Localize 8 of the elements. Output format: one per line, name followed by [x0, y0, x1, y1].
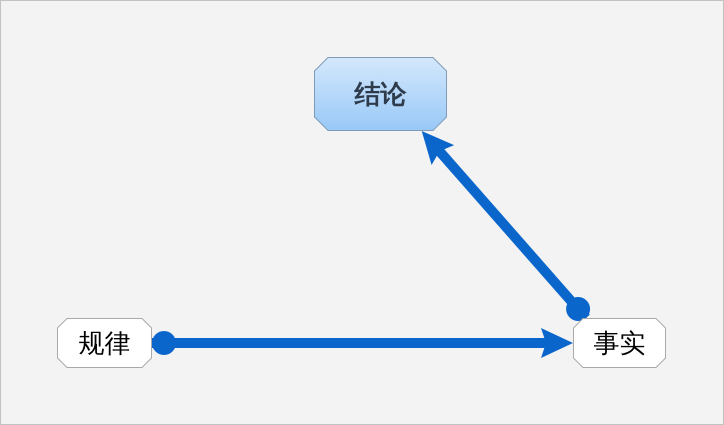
octagon-node	[57, 318, 152, 368]
highlighted-octagon-node	[314, 57, 447, 131]
node-label: 事实	[594, 330, 646, 356]
node-label: 结论	[354, 81, 406, 107]
node-label: 规律	[78, 330, 130, 356]
octagon-node	[573, 318, 666, 368]
arrow	[422, 131, 590, 322]
arrow	[152, 328, 573, 358]
